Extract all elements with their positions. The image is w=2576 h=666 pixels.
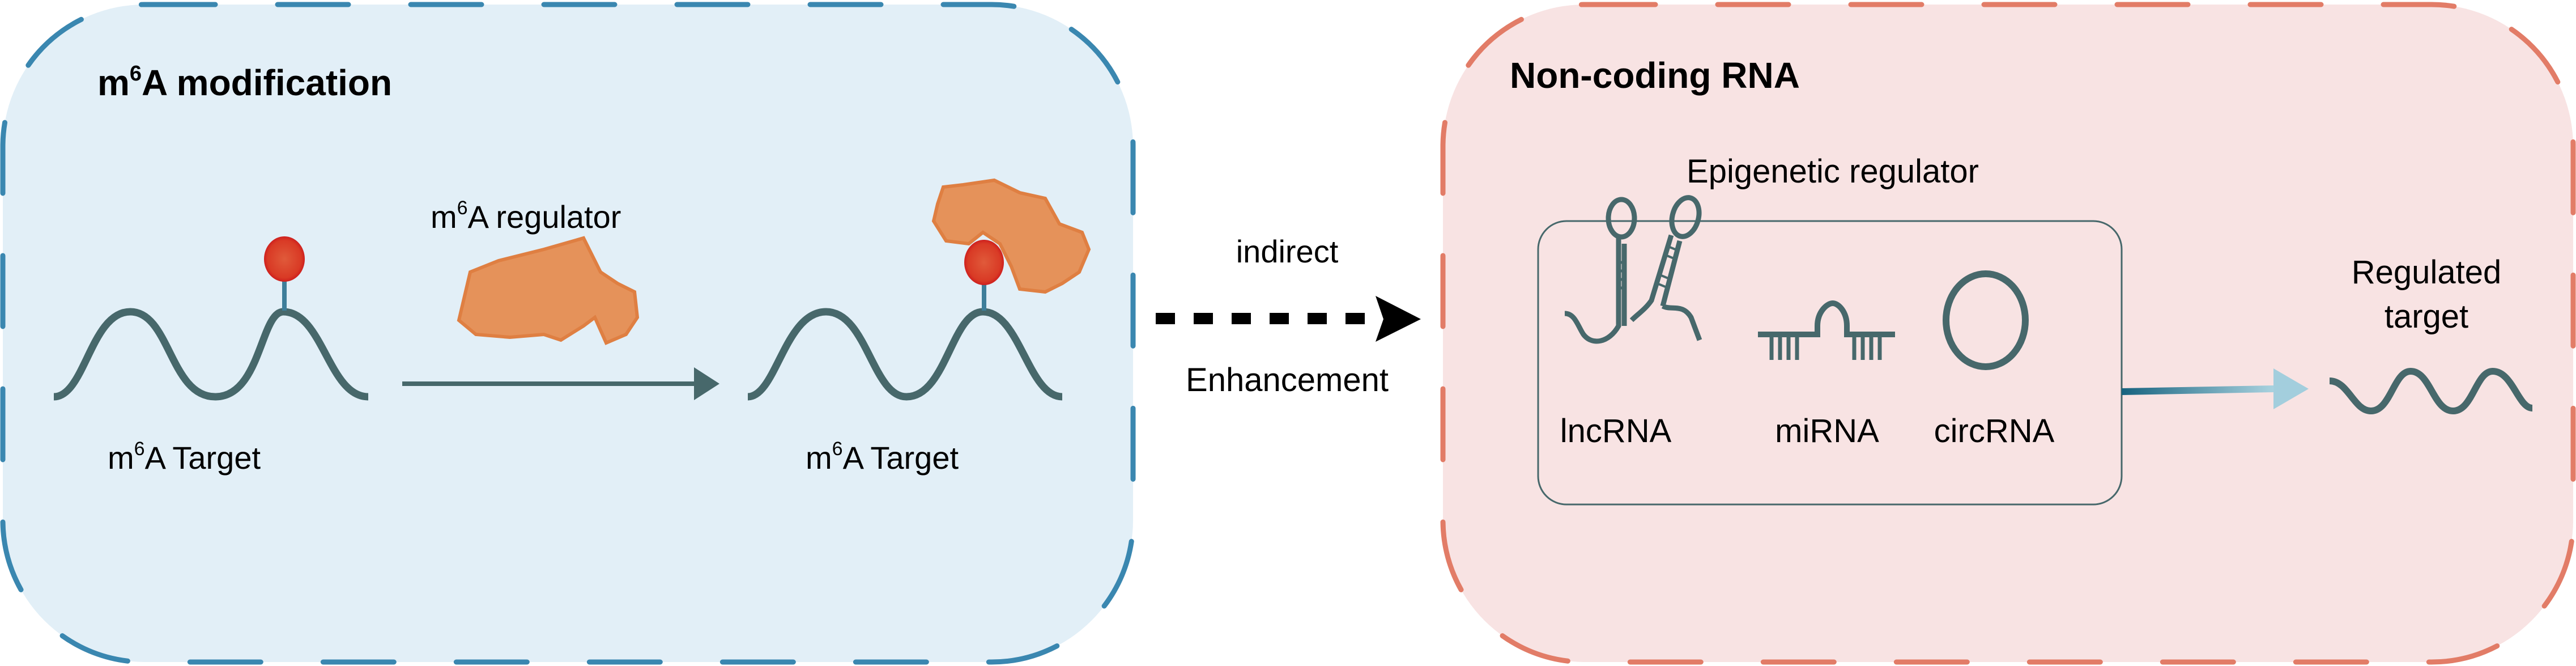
arrowhead-icon xyxy=(694,367,719,400)
rna-strand-icon xyxy=(747,308,1063,401)
m6a-target-label-2: m6A Target xyxy=(806,438,959,476)
epigenetic-regulator-label: Epigenetic regulator xyxy=(1687,153,1979,190)
m6a-regulator-label: m6A regulator xyxy=(431,197,621,235)
m6a-target-rna-2 xyxy=(747,240,1063,401)
epigenetic-regulator-box xyxy=(1537,220,2123,506)
m6a-modification-panel: m6A modification m6A Target m6A regulato… xyxy=(0,2,1136,665)
m6a-regulator-protein-icon xyxy=(457,236,640,345)
lncrna-label: lncRNA xyxy=(1560,413,1672,449)
regulated-target-label-line1: Regulated xyxy=(2352,254,2501,291)
m6a-target-rna-1 xyxy=(53,236,369,401)
regulated-target-label-line2: target xyxy=(2385,298,2468,335)
right-panel-border xyxy=(1440,2,2576,665)
mirna-duplex-icon xyxy=(1758,300,1895,360)
modification-arrow xyxy=(402,367,719,400)
circrna-ring-icon xyxy=(1943,270,2029,370)
regulation-arrowhead-icon xyxy=(2273,368,2309,409)
methyl-group-dot-icon xyxy=(264,236,305,282)
right-panel-title: Non-coding RNA xyxy=(1510,55,1800,96)
indirect-enhancement-connector: indirect Enhancement xyxy=(1156,234,1421,398)
m6a-target-label-1: m6A Target xyxy=(108,438,261,476)
rna-strand-icon xyxy=(53,308,369,401)
regulation-arrow xyxy=(2122,368,2309,409)
regulated-target-rna-icon xyxy=(2329,367,2534,415)
circrna-label: circRNA xyxy=(1934,413,2055,449)
left-panel-title: m6A modification xyxy=(97,62,392,103)
non-coding-rna-panel: Non-coding RNA Epigenetic regulator xyxy=(1440,2,2576,665)
mirna-label: miRNA xyxy=(1775,413,1879,449)
enhancement-label: Enhancement xyxy=(1186,362,1389,398)
dashed-arrowhead-icon xyxy=(1376,296,1421,342)
methyl-group-dot-icon xyxy=(964,240,1004,285)
lncrna-hairpin-icon xyxy=(1564,195,1702,344)
bound-regulator-protein-icon xyxy=(931,178,1091,294)
indirect-label: indirect xyxy=(1236,234,1339,269)
